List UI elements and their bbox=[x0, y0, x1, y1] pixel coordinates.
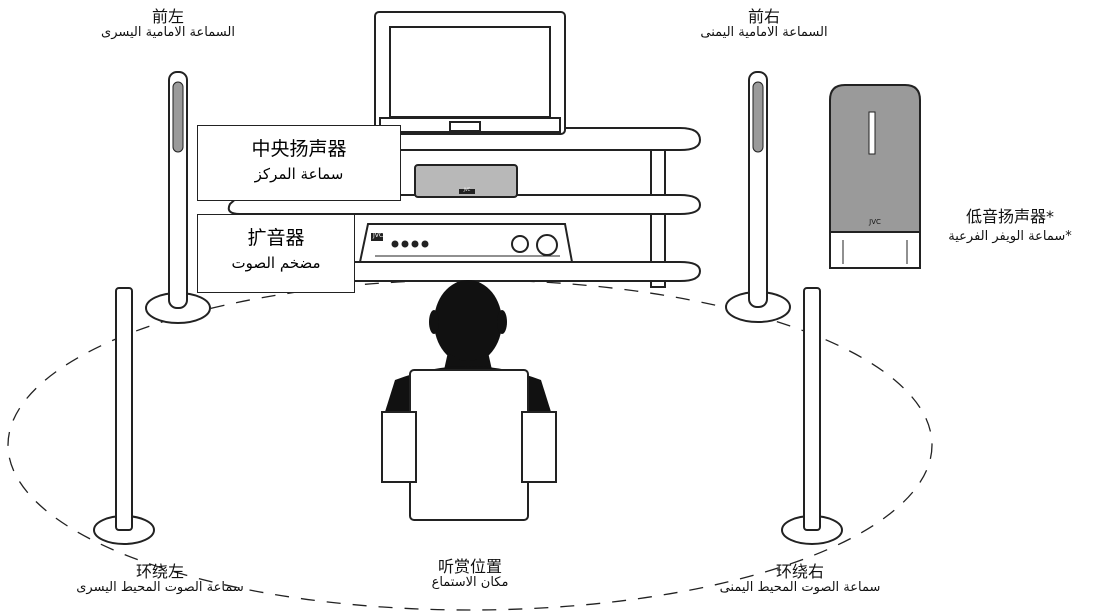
front-left-label: 前左 السماعة الامامية اليسرى bbox=[68, 7, 268, 41]
subwoofer-label-zh: 低音扬声器* bbox=[965, 207, 1054, 226]
front-right-speaker bbox=[725, 71, 791, 323]
subwoofer-brand: JVC bbox=[869, 218, 881, 226]
surround-right-label: 环绕右 سماعة الصوت المحيط اليمنى bbox=[700, 562, 900, 596]
front-left-speaker bbox=[145, 71, 211, 324]
surround-left-label-zh: 环绕左 bbox=[135, 562, 184, 581]
center-speaker bbox=[414, 164, 518, 198]
surround-left-speaker bbox=[93, 287, 155, 545]
subwoofer-label-ar: *سماعة الويفر الفرعية bbox=[948, 229, 1072, 245]
center-label-ar: سماعة المركز bbox=[254, 165, 344, 183]
front-right-label-zh: 前右 bbox=[747, 7, 780, 26]
front-left-label-zh: 前左 bbox=[151, 7, 184, 26]
amplifier-label-ar: مضخم الصوت bbox=[231, 254, 321, 272]
center-speaker-brand: JVC bbox=[463, 187, 471, 192]
surround-right-label-ar: سماعة الصوت المحيط اليمنى bbox=[719, 580, 881, 596]
front-left-label-ar: السماعة الامامية اليسرى bbox=[101, 25, 235, 41]
amplifier-receiver bbox=[358, 223, 574, 263]
front-right-label-ar: السماعة الامامية اليمنى bbox=[700, 25, 828, 41]
subwoofer-label: 低音扬声器* *سماعة الويفر الفرعية bbox=[930, 207, 1090, 245]
listening-label-ar: مكان الاستماع bbox=[431, 575, 509, 591]
center-speaker-label-box: 中央扬声器 سماعة المركز bbox=[197, 125, 401, 201]
subwoofer bbox=[829, 84, 921, 269]
front-right-label: 前右 السماعة الامامية اليمنى bbox=[664, 7, 864, 41]
amplifier-label-box: 扩音器 مضخم الصوت bbox=[197, 214, 355, 293]
listening-label-zh: 听赏位置 bbox=[437, 557, 502, 576]
surround-left-label: 环绕左 سماعة الصوت المحيط اليسرى bbox=[60, 562, 260, 596]
listening-position-label: 听赏位置 مكان الاستماع bbox=[390, 557, 550, 591]
surround-right-speaker bbox=[781, 287, 843, 545]
surround-left-label-ar: سماعة الصوت المحيط اليسرى bbox=[76, 580, 244, 596]
amplifier-label-zh: 扩音器 bbox=[247, 227, 305, 249]
listener-and-chair bbox=[381, 280, 557, 521]
amplifier-brand: JVC bbox=[372, 232, 384, 239]
center-label-zh: 中央扬声器 bbox=[251, 138, 347, 160]
surround-right-label-zh: 环绕右 bbox=[775, 562, 824, 581]
television bbox=[374, 11, 566, 135]
